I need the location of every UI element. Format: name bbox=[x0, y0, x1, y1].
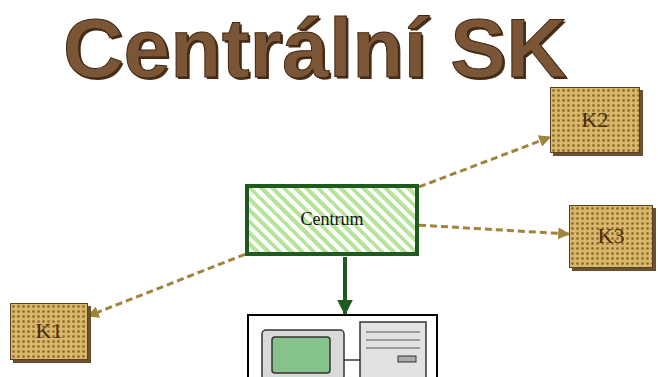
picture-frame bbox=[248, 315, 437, 377]
output-arrow bbox=[343, 257, 347, 314]
node-label: K1 bbox=[36, 319, 63, 343]
station-box: K1 bbox=[10, 303, 88, 360]
dashed-arrow bbox=[88, 254, 245, 316]
station-box: K2 bbox=[550, 87, 640, 153]
dashed-arrow bbox=[419, 137, 550, 187]
title-heading: Centrální SK bbox=[0, 0, 630, 96]
dashed-arrow bbox=[419, 225, 569, 234]
node-label: K3 bbox=[598, 224, 625, 248]
station-box: K3 bbox=[569, 205, 653, 268]
center-box: Centrum bbox=[245, 184, 419, 256]
node-label: K2 bbox=[582, 108, 609, 132]
node-label: Centrum bbox=[301, 210, 364, 230]
computer-symbol bbox=[262, 322, 426, 377]
